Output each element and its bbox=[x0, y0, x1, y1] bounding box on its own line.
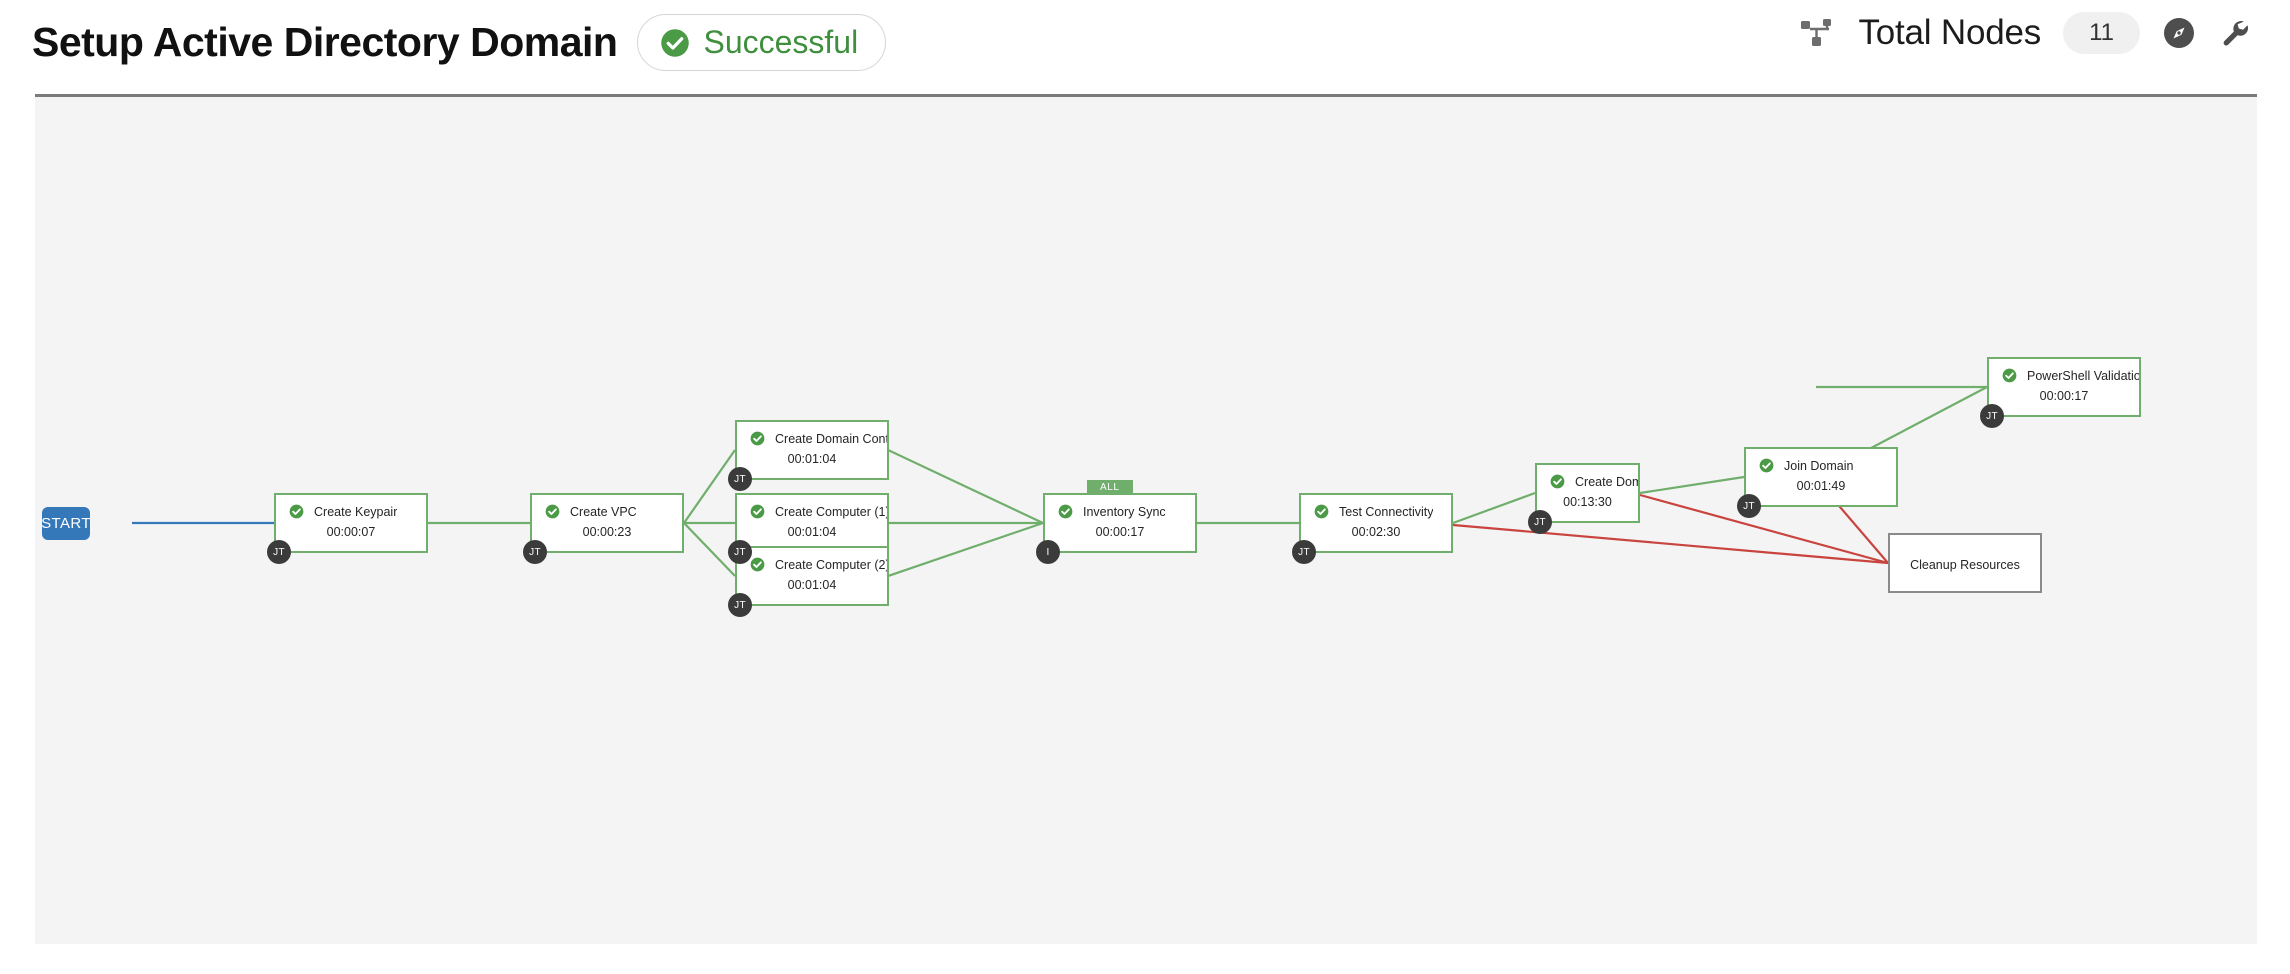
node-title: Create Domain bbox=[1575, 474, 1638, 489]
node-duration: 00:01:04 bbox=[787, 525, 837, 539]
edge-create-vpc-to-domain-controller bbox=[683, 449, 736, 524]
header-left-group: Setup Active Directory Domain Successful bbox=[32, 14, 887, 71]
header-right-group: Total Nodes 11 bbox=[1800, 12, 2252, 54]
node-title: Join Domain bbox=[1784, 458, 1854, 473]
node-title-row: Cleanup Resources bbox=[1890, 558, 2040, 572]
avatar[interactable]: JT bbox=[728, 540, 752, 564]
edge-test-connectivity-to-create-domain bbox=[1452, 491, 1536, 525]
node-title: Create VPC bbox=[570, 504, 637, 519]
node-create-keypair[interactable]: Create Keypair 00:00:07 bbox=[274, 493, 428, 553]
node-title: Create Keypair bbox=[314, 504, 398, 519]
total-nodes-count-badge: 11 bbox=[2063, 12, 2140, 54]
compass-icon[interactable] bbox=[2162, 16, 2196, 50]
node-create-domain[interactable]: Create Domain 00:13:30 bbox=[1535, 463, 1640, 523]
check-circle-icon bbox=[661, 28, 690, 57]
node-title-row: Create Domain Contr... bbox=[737, 431, 887, 446]
node-title: Inventory Sync bbox=[1083, 504, 1166, 519]
node-duration: 00:02:30 bbox=[1351, 525, 1401, 539]
check-circle-icon bbox=[750, 504, 765, 519]
avatar[interactable]: JT bbox=[1737, 494, 1761, 518]
edge-domain-controller-to-inventory-sync bbox=[887, 449, 1044, 524]
status-badge-label: Successful bbox=[703, 24, 859, 60]
workflow-edge-layer bbox=[132, 385, 1988, 578]
node-title: PowerShell Validation bbox=[2027, 368, 2139, 383]
app-header: Setup Active Directory Domain Successful… bbox=[0, 0, 2290, 94]
avatar[interactable]: JT bbox=[728, 467, 752, 491]
node-duration: 00:00:17 bbox=[1095, 525, 1145, 539]
node-cleanup-resources[interactable]: Cleanup Resources bbox=[1888, 533, 2042, 593]
node-title-row: PowerShell Validation bbox=[1989, 368, 2139, 383]
node-create-computer-1[interactable]: Create Computer (1) 00:01:04 bbox=[735, 493, 889, 553]
avatar[interactable]: JT bbox=[523, 540, 547, 564]
total-nodes-label: Total Nodes bbox=[1858, 13, 2042, 52]
node-title-row: Create VPC bbox=[532, 504, 682, 519]
avatar[interactable]: JT bbox=[728, 593, 752, 617]
avatar[interactable]: JT bbox=[1528, 510, 1552, 534]
node-create-vpc[interactable]: Create VPC 00:00:23 bbox=[530, 493, 684, 553]
node-title-row: Create Keypair bbox=[276, 504, 426, 519]
node-title-row: Test Connectivity bbox=[1301, 504, 1451, 519]
check-circle-icon bbox=[289, 504, 304, 519]
node-title-row: Inventory Sync bbox=[1045, 504, 1195, 519]
node-test-connectivity[interactable]: Test Connectivity 00:02:30 bbox=[1299, 493, 1453, 553]
node-title-row: Join Domain bbox=[1746, 458, 1896, 473]
edge-create-vpc-to-create-computer-2 bbox=[683, 522, 736, 577]
edge-create-domain-to-join-domain bbox=[1639, 475, 1745, 495]
node-join-domain[interactable]: Join Domain 00:01:49 bbox=[1744, 447, 1898, 507]
check-circle-icon bbox=[750, 431, 765, 446]
edge-create-domain-to-cleanup-resources bbox=[1639, 493, 1889, 565]
avatar[interactable]: JT bbox=[1292, 540, 1316, 564]
node-duration: 00:00:23 bbox=[582, 525, 632, 539]
avatar[interactable]: I bbox=[1036, 540, 1060, 564]
node-title: Create Computer (2) bbox=[775, 557, 887, 572]
node-duration: 00:01:04 bbox=[787, 578, 837, 592]
node-title: Cleanup Resources bbox=[1910, 558, 2020, 572]
status-badge: Successful bbox=[637, 14, 887, 71]
node-title: Test Connectivity bbox=[1339, 504, 1434, 519]
node-title: Create Computer (1) bbox=[775, 504, 887, 519]
node-duration: 00:13:30 bbox=[1563, 495, 1612, 509]
node-duration: 00:00:17 bbox=[2039, 389, 2089, 403]
node-title-row: Create Domain bbox=[1537, 474, 1638, 489]
start-node[interactable]: START bbox=[41, 507, 91, 540]
node-title-row: Create Computer (2) bbox=[737, 557, 887, 572]
edge-create-computer-2-to-inventory-sync bbox=[887, 521, 1044, 578]
node-powershell-validation[interactable]: PowerShell Validation 00:00:17 bbox=[1987, 357, 2141, 417]
check-circle-icon bbox=[545, 504, 560, 519]
avatar[interactable]: JT bbox=[1980, 404, 2004, 428]
node-title-row: Create Computer (1) bbox=[737, 504, 887, 519]
workflow-canvas[interactable]: START Create Keypair 00:00:07 JT Create … bbox=[35, 94, 2257, 944]
node-duration: 00:01:04 bbox=[787, 452, 837, 466]
check-circle-icon bbox=[1058, 504, 1073, 519]
convergence-badge-all: ALL bbox=[1087, 480, 1133, 495]
node-duration: 00:01:49 bbox=[1796, 479, 1846, 493]
check-circle-icon bbox=[2002, 368, 2017, 383]
wrench-icon[interactable] bbox=[2218, 16, 2252, 50]
check-circle-icon bbox=[1550, 474, 1565, 489]
node-title: Create Domain Contr... bbox=[775, 431, 887, 446]
check-circle-icon bbox=[750, 557, 765, 572]
node-create-domain-controller[interactable]: Create Domain Contr... 00:01:04 bbox=[735, 420, 889, 480]
page-title: Setup Active Directory Domain bbox=[32, 19, 618, 65]
avatar[interactable]: JT bbox=[267, 540, 291, 564]
sitemap-icon[interactable] bbox=[1800, 18, 1836, 48]
check-circle-icon bbox=[1314, 504, 1329, 519]
node-duration: 00:00:07 bbox=[326, 525, 376, 539]
node-create-computer-2[interactable]: Create Computer (2) 00:01:04 bbox=[735, 546, 889, 606]
check-circle-icon bbox=[1759, 458, 1774, 473]
node-inventory-sync[interactable]: Inventory Sync 00:00:17 bbox=[1043, 493, 1197, 553]
edge-test-connectivity-to-cleanup-resources bbox=[1452, 523, 1889, 565]
